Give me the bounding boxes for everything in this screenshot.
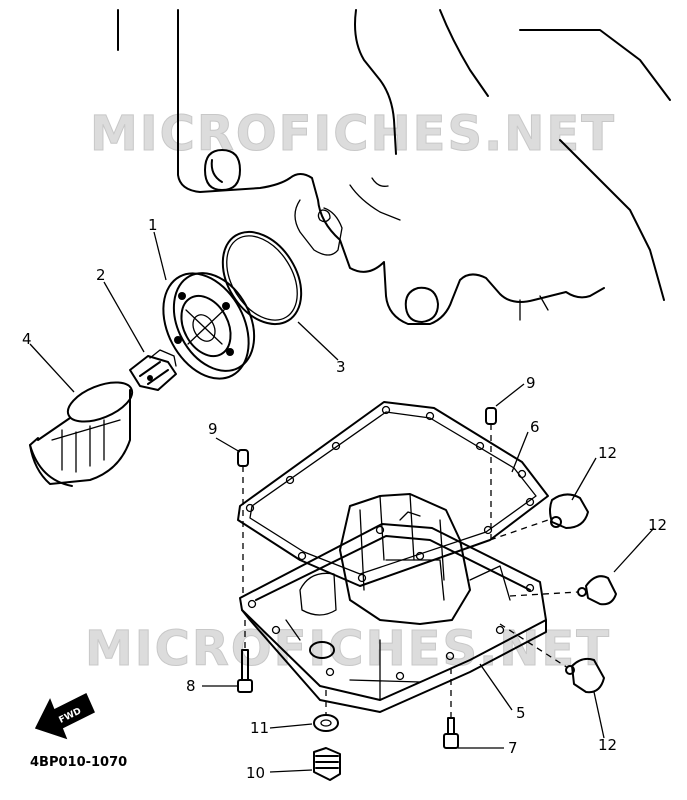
- callout-12-middle: 12: [648, 516, 667, 534]
- watermark-bottom: MICROFICHES.NET: [85, 621, 611, 677]
- drain-bolt: [313, 747, 341, 781]
- callout-12-lower: 12: [598, 736, 617, 754]
- o-ring: [221, 230, 303, 326]
- oil-filter-cartridge: [29, 381, 134, 487]
- clamp-upper: [549, 493, 589, 529]
- callout-9-left: 9: [208, 420, 218, 438]
- clamp-middle: [577, 575, 617, 606]
- oil-pan: [239, 493, 547, 713]
- callout-4: 4: [22, 330, 32, 348]
- clamp-lower: [565, 657, 605, 694]
- callout-1: 1: [148, 216, 158, 234]
- callout-labels: 1 2 3 4 5 6 7 8 9 9 10 11 12 12 12: [22, 216, 667, 782]
- alignment-lines: [242, 424, 579, 718]
- callout-9-right: 9: [526, 374, 536, 392]
- union-bolt: [129, 349, 177, 391]
- watermark-top: MICROFICHES.NET: [90, 106, 616, 162]
- drain-washer: [313, 714, 339, 732]
- callout-2: 2: [96, 266, 106, 284]
- forward-arrow-icon: FWD: [34, 692, 95, 740]
- leader-lines: [29, 231, 655, 773]
- callout-7: 7: [508, 739, 518, 757]
- callout-11: 11: [250, 719, 269, 737]
- callout-8: 8: [186, 677, 196, 695]
- oil-filter-housing: [162, 272, 256, 380]
- dowel-pin-right: [485, 407, 497, 425]
- callout-10: 10: [246, 764, 265, 782]
- callout-5: 5: [516, 704, 526, 722]
- crankcase-outline: [117, 9, 671, 325]
- diagram-code: 4BP010-1070: [30, 755, 127, 770]
- callout-12-upper: 12: [598, 444, 617, 462]
- oil-pan-gasket: [237, 401, 549, 587]
- callout-6: 6: [530, 418, 540, 436]
- bolt-right: [443, 717, 459, 749]
- callout-3: 3: [336, 358, 346, 376]
